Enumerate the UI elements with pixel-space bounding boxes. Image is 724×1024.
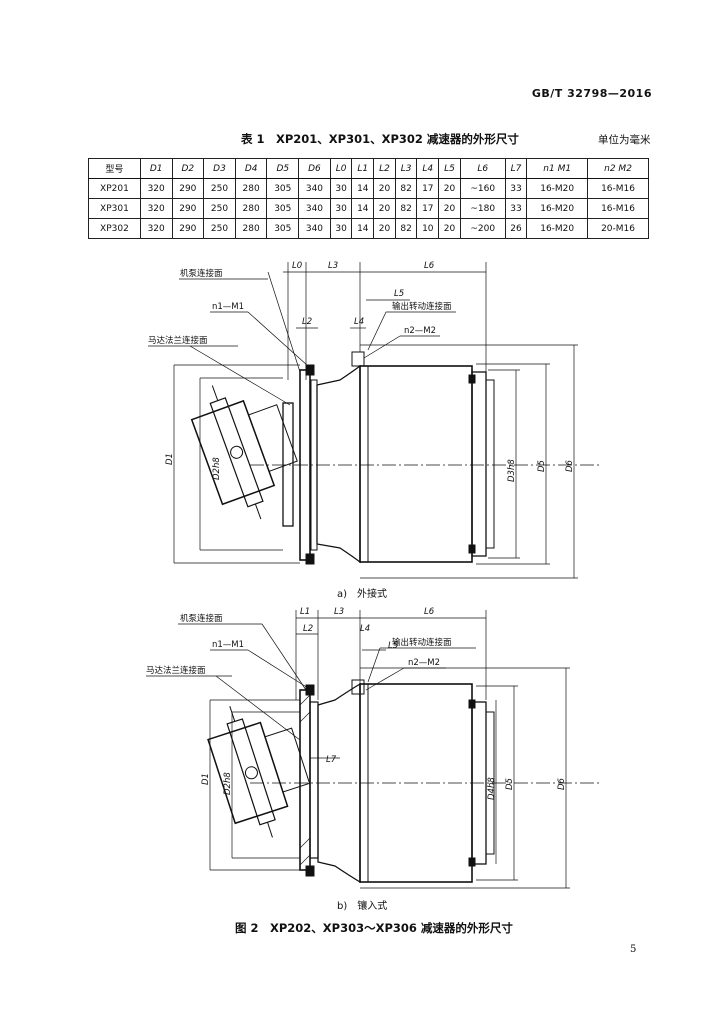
- fig-b-dim-L6: L6: [424, 607, 435, 617]
- fig-b-dim-D1: D1: [201, 773, 211, 785]
- fig-a-label-motor-flange: 马达法兰连接面: [148, 335, 208, 346]
- fig-a-dim-D3h8: D3h8: [507, 459, 517, 482]
- fig-b-dim-L1: L1: [300, 607, 310, 617]
- figure-caption: 图 2 XP202、XP303～XP306 减速器的外形尺寸: [235, 921, 513, 935]
- fig-a-dim-L0: L0: [292, 261, 302, 271]
- fig-b-dim-D2h8: D2h8: [223, 772, 233, 795]
- figure-a-caption: a) 外接式: [337, 589, 388, 600]
- table-cell: 340: [298, 218, 331, 239]
- fig-a-dim-D5: D5: [537, 460, 547, 472]
- fig-a-label-pump-face: 机泵连接面: [180, 268, 223, 279]
- fig-b-dim-L2: L2: [303, 624, 313, 634]
- fig-a-label-n2m2: n2—M2: [404, 326, 436, 336]
- fig-a-dim-L3: L3: [328, 261, 338, 271]
- fig-b-dim-L4: L4: [360, 624, 370, 634]
- table-cell: 16-M20: [526, 218, 589, 239]
- page-number: 5: [630, 944, 637, 955]
- figure-b-drawing: [146, 610, 600, 889]
- standard-number: GB/T 32798—2016: [531, 87, 652, 100]
- fig-a-dim-L2: L2: [302, 317, 312, 327]
- fig-b-dim-L7: L7: [326, 755, 337, 765]
- fig-b-dim-D6: D6: [557, 777, 567, 790]
- table-cell: 30: [329, 218, 353, 239]
- fig-b-dim-D5: D5: [505, 778, 515, 790]
- fig-b-label-n1m1: n1—M1: [212, 640, 244, 650]
- fig-a-dim-D1: D1: [165, 453, 175, 465]
- fig-a-dim-L5: L5: [394, 289, 404, 299]
- table-caption: 表 1 XP201、XP301、XP302 减速器的外形尺寸: [241, 132, 519, 146]
- fig-a-label-output-face: 输出转动连接面: [392, 301, 452, 312]
- fig-b-label-motor-flange: 马达法兰连接面: [146, 665, 206, 676]
- table-cell: ~200: [459, 218, 506, 239]
- fig-b-label-pump-face: 机泵连接面: [180, 613, 223, 624]
- fig-b-dim-L5: L5: [388, 641, 398, 651]
- fig-b-label-output-face: 输出转动连接面: [392, 637, 452, 648]
- unit-note: 单位为毫米: [598, 134, 651, 146]
- fig-b-label-n2m2: n2—M2: [408, 658, 440, 668]
- figure-b-caption: b) 镶入式: [337, 901, 388, 912]
- fig-a-dim-D6: D6: [565, 459, 575, 472]
- figure-a-drawing: [148, 262, 600, 579]
- fig-a-dim-L4: L4: [354, 317, 364, 327]
- fig-b-dim-L3: L3: [334, 607, 344, 617]
- fig-a-dim-D2h8: D2h8: [212, 457, 222, 480]
- table-cell: 20-M16: [587, 218, 649, 239]
- fig-a-label-n1m1: n1—M1: [212, 302, 244, 312]
- fig-b-dim-D4h8: D4h8: [487, 777, 497, 800]
- fig-a-dim-L6: L6: [424, 261, 435, 271]
- table-cell: XP302: [88, 218, 141, 239]
- table-cell: 290: [171, 218, 205, 239]
